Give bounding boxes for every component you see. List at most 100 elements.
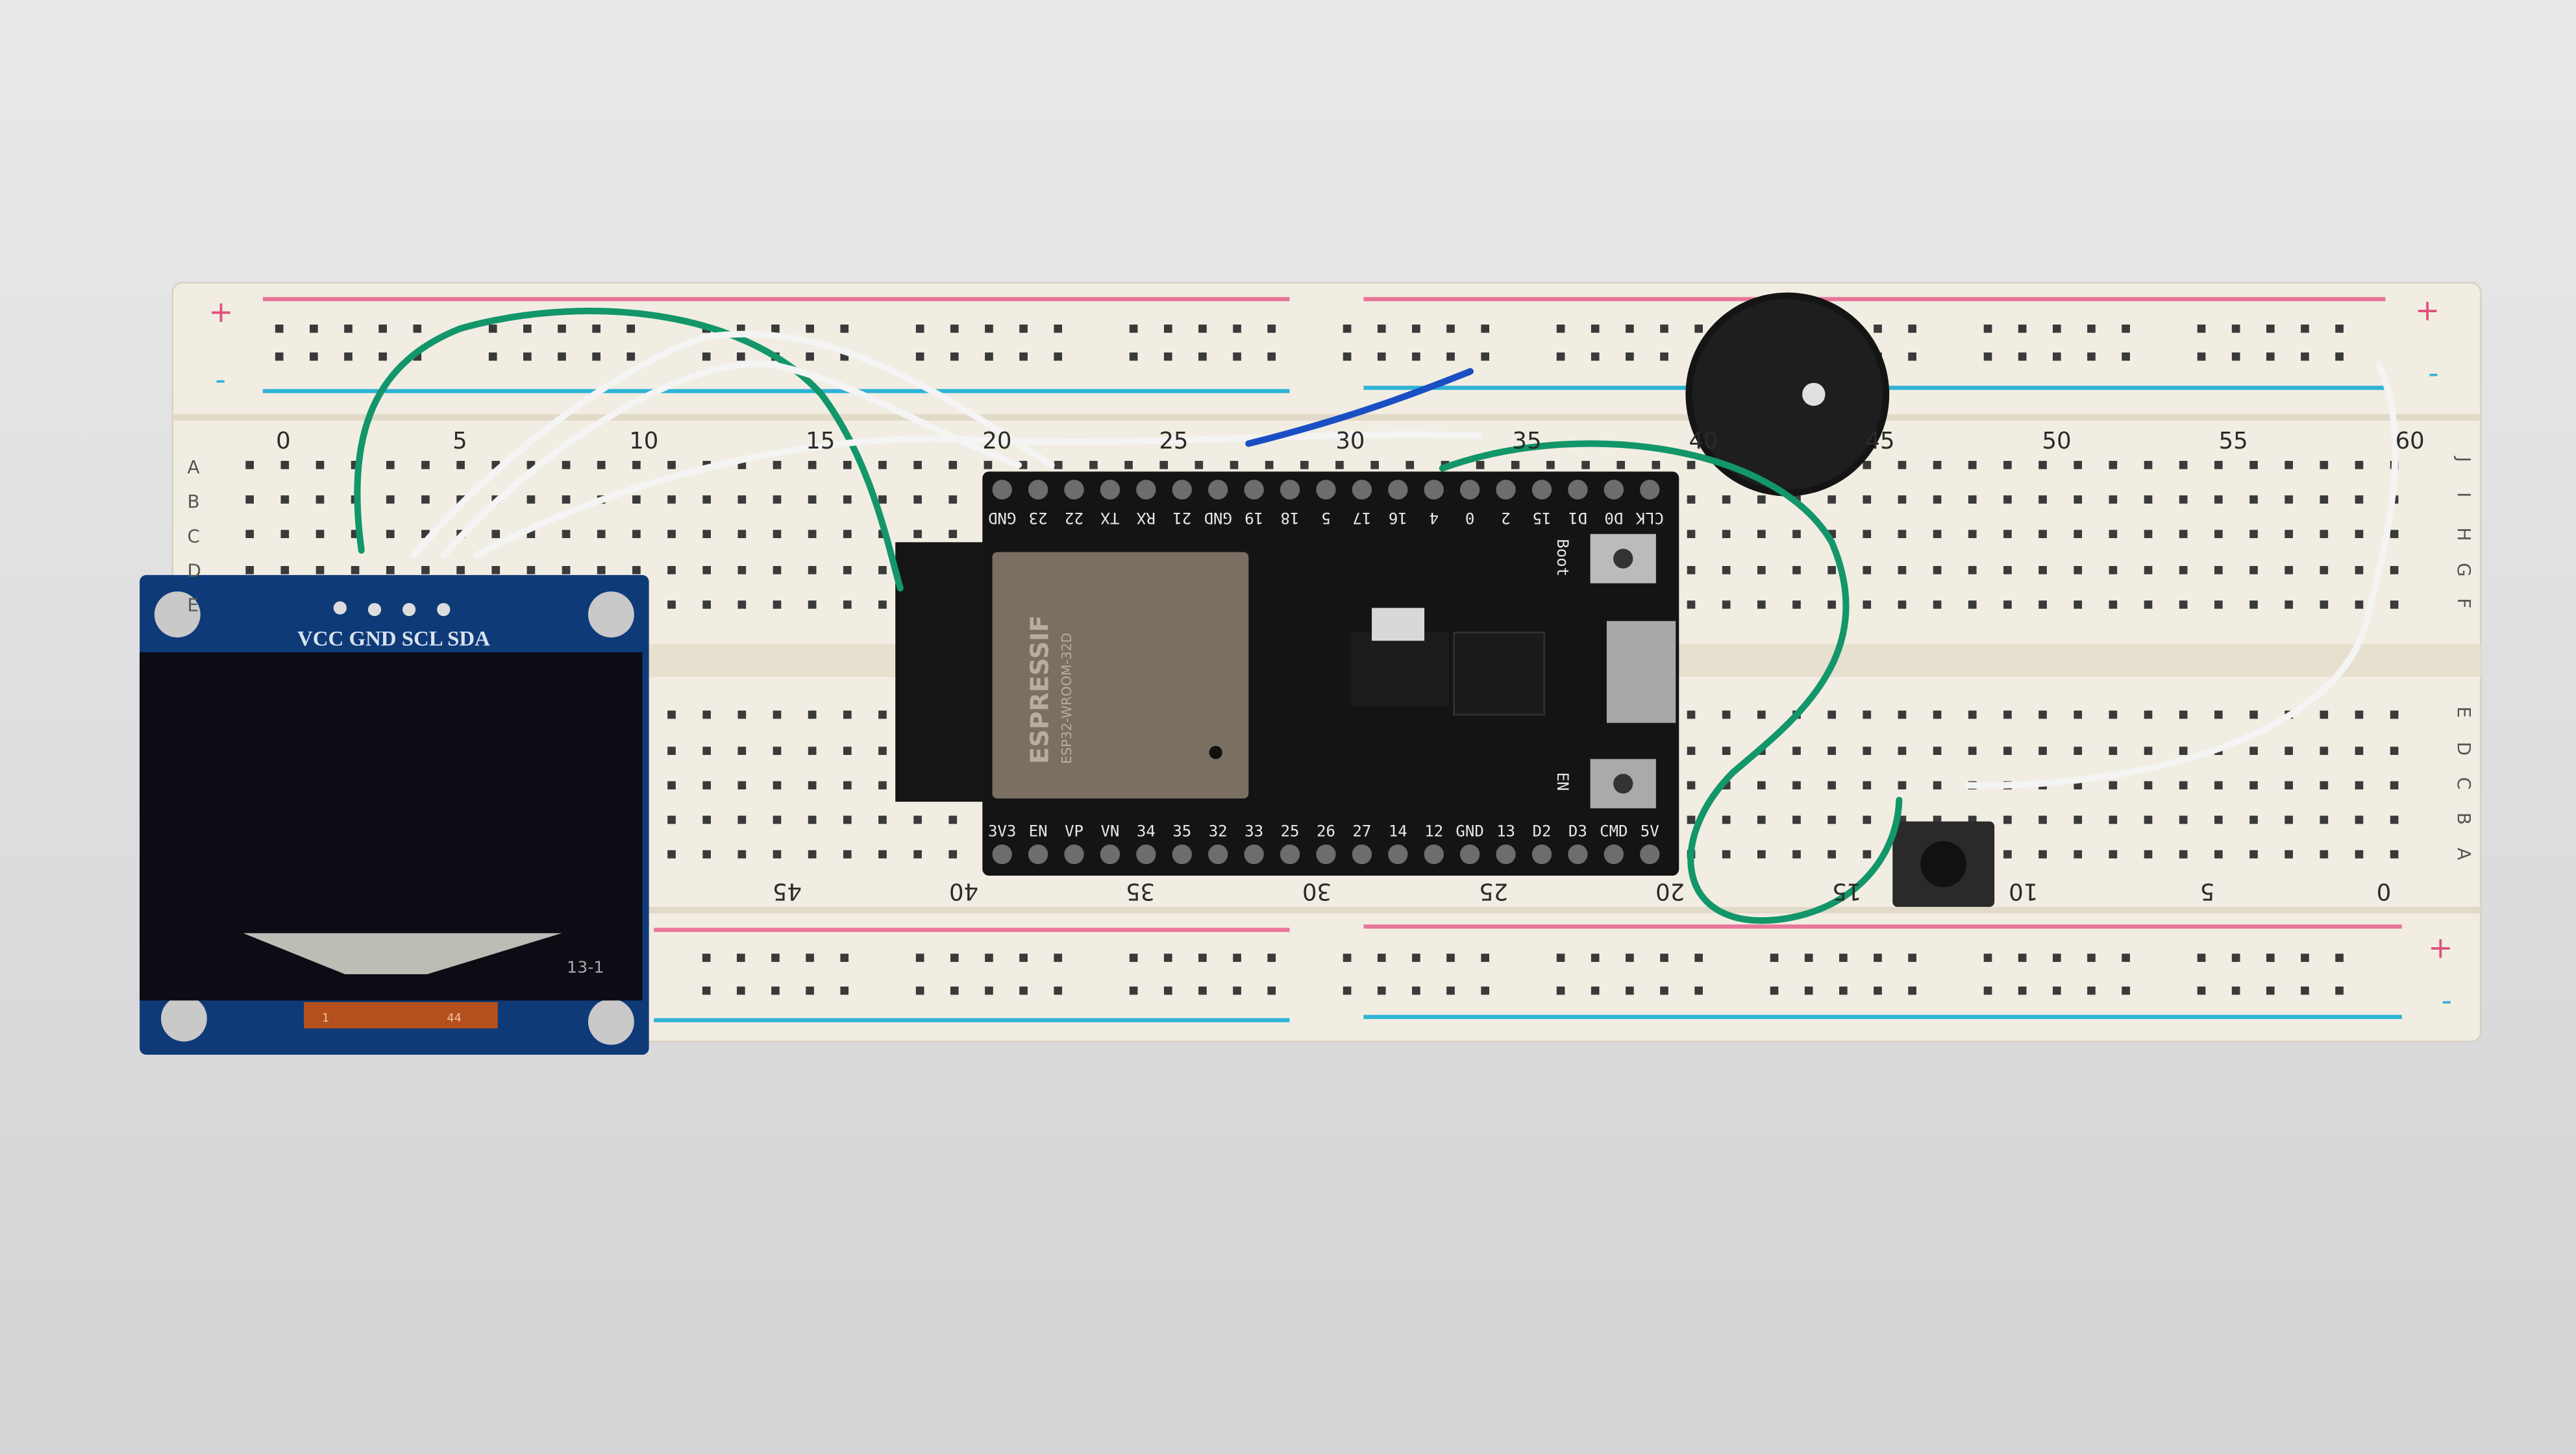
header-pin	[1388, 844, 1408, 865]
pin-label-bottom: 25	[1281, 822, 1300, 840]
breadboard-hole	[808, 746, 817, 756]
rail-hole	[1019, 986, 1028, 995]
rail-hole	[2018, 986, 2027, 995]
breadboard-hole	[2320, 495, 2329, 504]
breadboard-hole	[1968, 495, 1977, 504]
rail-hole	[1770, 986, 1779, 995]
column-number: 25	[1479, 878, 1508, 905]
breadboard-hole	[2038, 815, 2047, 824]
rail-hole	[2087, 986, 2096, 995]
breadboard-hole	[1722, 850, 1731, 859]
pin-label-top: GND	[988, 509, 1016, 527]
breadboard-hole	[2214, 815, 2223, 824]
breadboard-hole	[702, 781, 711, 790]
boot-label: Boot	[1554, 539, 1572, 576]
breadboard-hole	[702, 746, 711, 756]
rail-hole	[915, 954, 924, 962]
rail-hole	[1983, 954, 1992, 962]
breadboard-hole	[2390, 746, 2399, 756]
push-button[interactable]	[1892, 821, 1995, 907]
breadboard-hole	[2320, 850, 2329, 859]
breadboard-hole	[878, 495, 887, 504]
rail-hole	[1267, 954, 1276, 962]
row-letter: B	[187, 491, 199, 512]
rail-hole	[771, 954, 780, 962]
rail-hole	[1694, 954, 1703, 962]
header-pin	[1064, 844, 1084, 865]
rail-hole	[1446, 352, 1455, 361]
breadboard-hole	[1863, 461, 1872, 469]
breadboard-hole	[1792, 815, 1801, 824]
header-pin	[992, 480, 1012, 500]
blue-wire	[1245, 368, 1474, 447]
breadboard-hole	[737, 600, 747, 609]
rail-hole	[523, 325, 532, 333]
voltage-regulator	[1350, 632, 1449, 707]
rail-hole	[1874, 954, 1882, 962]
breadboard-hole	[2214, 495, 2223, 504]
column-number: 35	[1512, 428, 1541, 454]
breadboard-hole	[2249, 600, 2258, 609]
breadboard-hole	[1476, 461, 1485, 469]
breadboard-hole	[667, 566, 676, 574]
rail-hole	[985, 325, 993, 333]
rail-hole	[736, 352, 745, 361]
rail-hole	[1874, 325, 1882, 333]
breadboard-hole	[1511, 461, 1520, 469]
rail-hole	[344, 325, 353, 333]
breadboard-hole	[316, 495, 325, 504]
rail-hole	[950, 352, 959, 361]
breadboard-hole	[808, 710, 817, 719]
breadboard-hole	[1933, 600, 1942, 609]
pin-label-bottom: CMD	[1600, 822, 1628, 840]
header-pin	[1496, 844, 1516, 865]
breadboard-hole	[2074, 566, 2083, 574]
breadboard-hole	[2109, 600, 2118, 609]
breadboard-hole	[1863, 566, 1872, 574]
column-number: 5	[2200, 878, 2215, 905]
breadboard-hole	[2320, 781, 2329, 790]
rail-hole	[1163, 352, 1172, 361]
breadboard-hole	[2038, 850, 2047, 859]
rail-hole	[1019, 352, 1028, 361]
rail-hole	[1804, 954, 1813, 962]
rail-hole	[2335, 325, 2344, 333]
breadboard-hole	[702, 710, 711, 719]
breadboard-hole	[280, 566, 290, 574]
breadboard-hole	[1230, 461, 1239, 469]
breadboard-hole	[526, 495, 536, 504]
breadboard-hole	[562, 566, 571, 574]
breadboard-hole	[1581, 461, 1590, 469]
breadboard-hole	[1722, 746, 1731, 756]
pin-label-bottom: 5V	[1641, 822, 1659, 840]
rail-hole	[1446, 986, 1455, 995]
rail-hole	[1481, 986, 1489, 995]
breadboard-hole	[1827, 781, 1836, 790]
breadboard-hole	[2249, 566, 2258, 574]
pin-label-top: 23	[1029, 509, 1048, 527]
breadboard-hole	[1687, 815, 1696, 824]
rail-hole	[1377, 325, 1386, 333]
breadboard-hole	[2144, 781, 2153, 790]
breadboard-hole	[1898, 781, 1907, 790]
breadboard-hole	[2355, 495, 2364, 504]
breadboard-hole	[386, 461, 395, 469]
rail-hole	[1233, 986, 1241, 995]
rail-hole	[1343, 325, 1352, 333]
breadboard-hole	[773, 850, 782, 859]
rail-hole	[1839, 954, 1848, 962]
breadboard-hole	[1933, 781, 1942, 790]
rail-hole	[2018, 325, 2027, 333]
breadboard-hole	[948, 850, 958, 859]
breadboard-hole	[2144, 710, 2153, 719]
oled-fpc-ribbon	[304, 1002, 498, 1029]
rail-hole	[915, 352, 924, 361]
rail-hole	[275, 352, 284, 361]
pin-label-top: 22	[1065, 509, 1084, 527]
header-pin	[992, 844, 1012, 865]
rail-hole	[736, 986, 745, 995]
green-wire	[1439, 440, 1903, 924]
breadboard-hole	[1863, 815, 1872, 824]
rail-hole	[2266, 325, 2275, 333]
